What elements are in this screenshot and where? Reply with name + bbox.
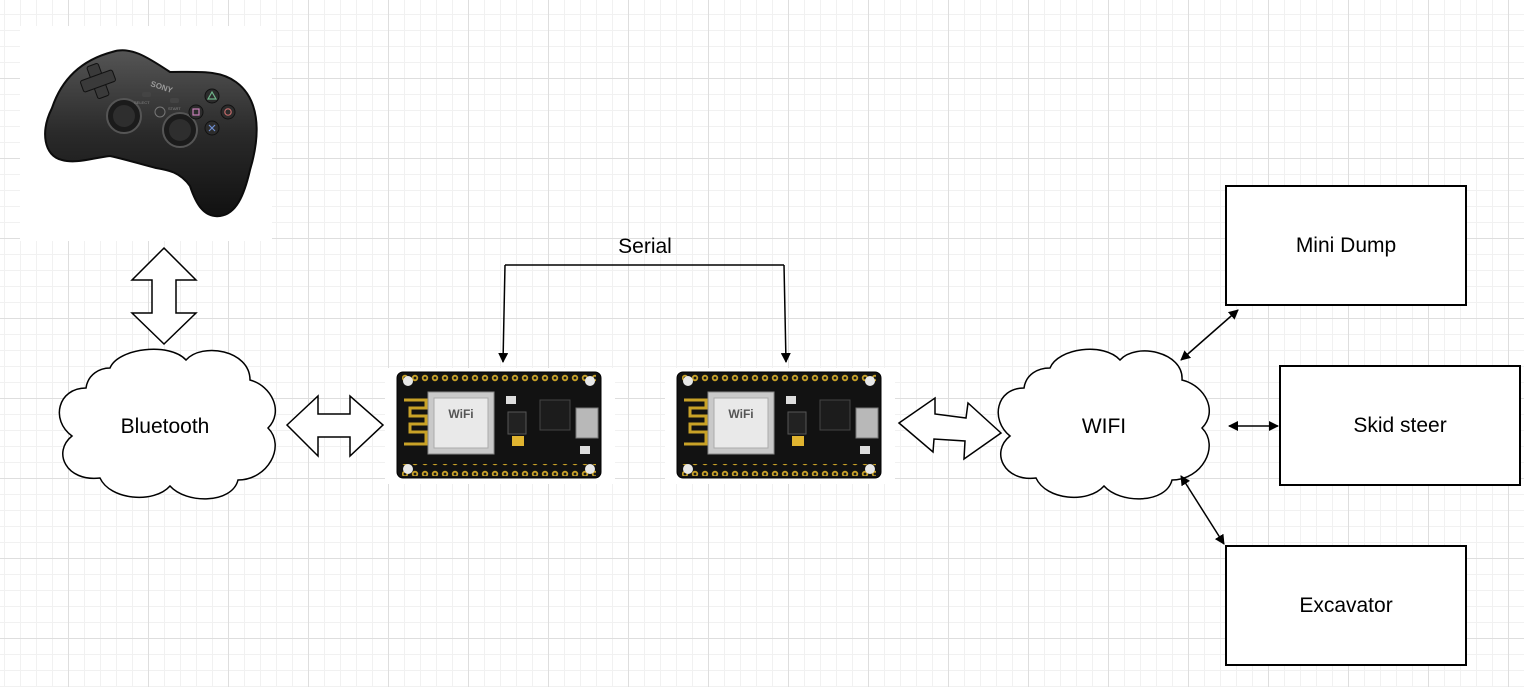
excavator-label: Excavator xyxy=(1299,593,1393,617)
bluetooth-cloud[interactable]: Bluetooth xyxy=(58,348,277,500)
nodemcu-board-left[interactable]: WiFi xyxy=(385,368,615,484)
skid-steer-box[interactable]: Skid steer xyxy=(1279,365,1521,486)
start-label: START xyxy=(168,106,181,111)
bluetooth-label: Bluetooth xyxy=(121,415,210,438)
bluetooth-board-double-arrow[interactable] xyxy=(285,394,385,458)
wifi-cloud[interactable]: WIFI xyxy=(997,348,1211,500)
serial-connector[interactable]: Serial xyxy=(498,235,791,363)
wifi-excavator-connector[interactable] xyxy=(1180,475,1225,545)
mini-dump-box[interactable]: Mini Dump xyxy=(1225,185,1467,306)
gamepad-icon: SONY SELECT START xyxy=(44,49,258,218)
serial-label: Serial xyxy=(618,235,672,258)
board-wifi-double-arrow[interactable] xyxy=(897,396,1003,461)
wifi-label: WIFI xyxy=(1082,415,1126,438)
wifi-module-text: WiFi xyxy=(448,407,473,421)
mini-dump-label: Mini Dump xyxy=(1295,233,1397,257)
wifi-mini-dump-connector[interactable] xyxy=(1180,309,1239,361)
excavator-box[interactable]: Excavator xyxy=(1225,545,1467,666)
skid-steer-label: Skid steer xyxy=(1353,413,1447,437)
select-label: SELECT xyxy=(134,100,150,105)
controller-bluetooth-double-arrow[interactable] xyxy=(130,246,198,346)
nodemcu-board-icon: WiFi xyxy=(396,371,602,479)
nodemcu-board-right[interactable]: WiFi xyxy=(665,368,895,484)
wifi-module-text: WiFi xyxy=(728,407,753,421)
nodemcu-board-icon: WiFi xyxy=(676,371,882,479)
